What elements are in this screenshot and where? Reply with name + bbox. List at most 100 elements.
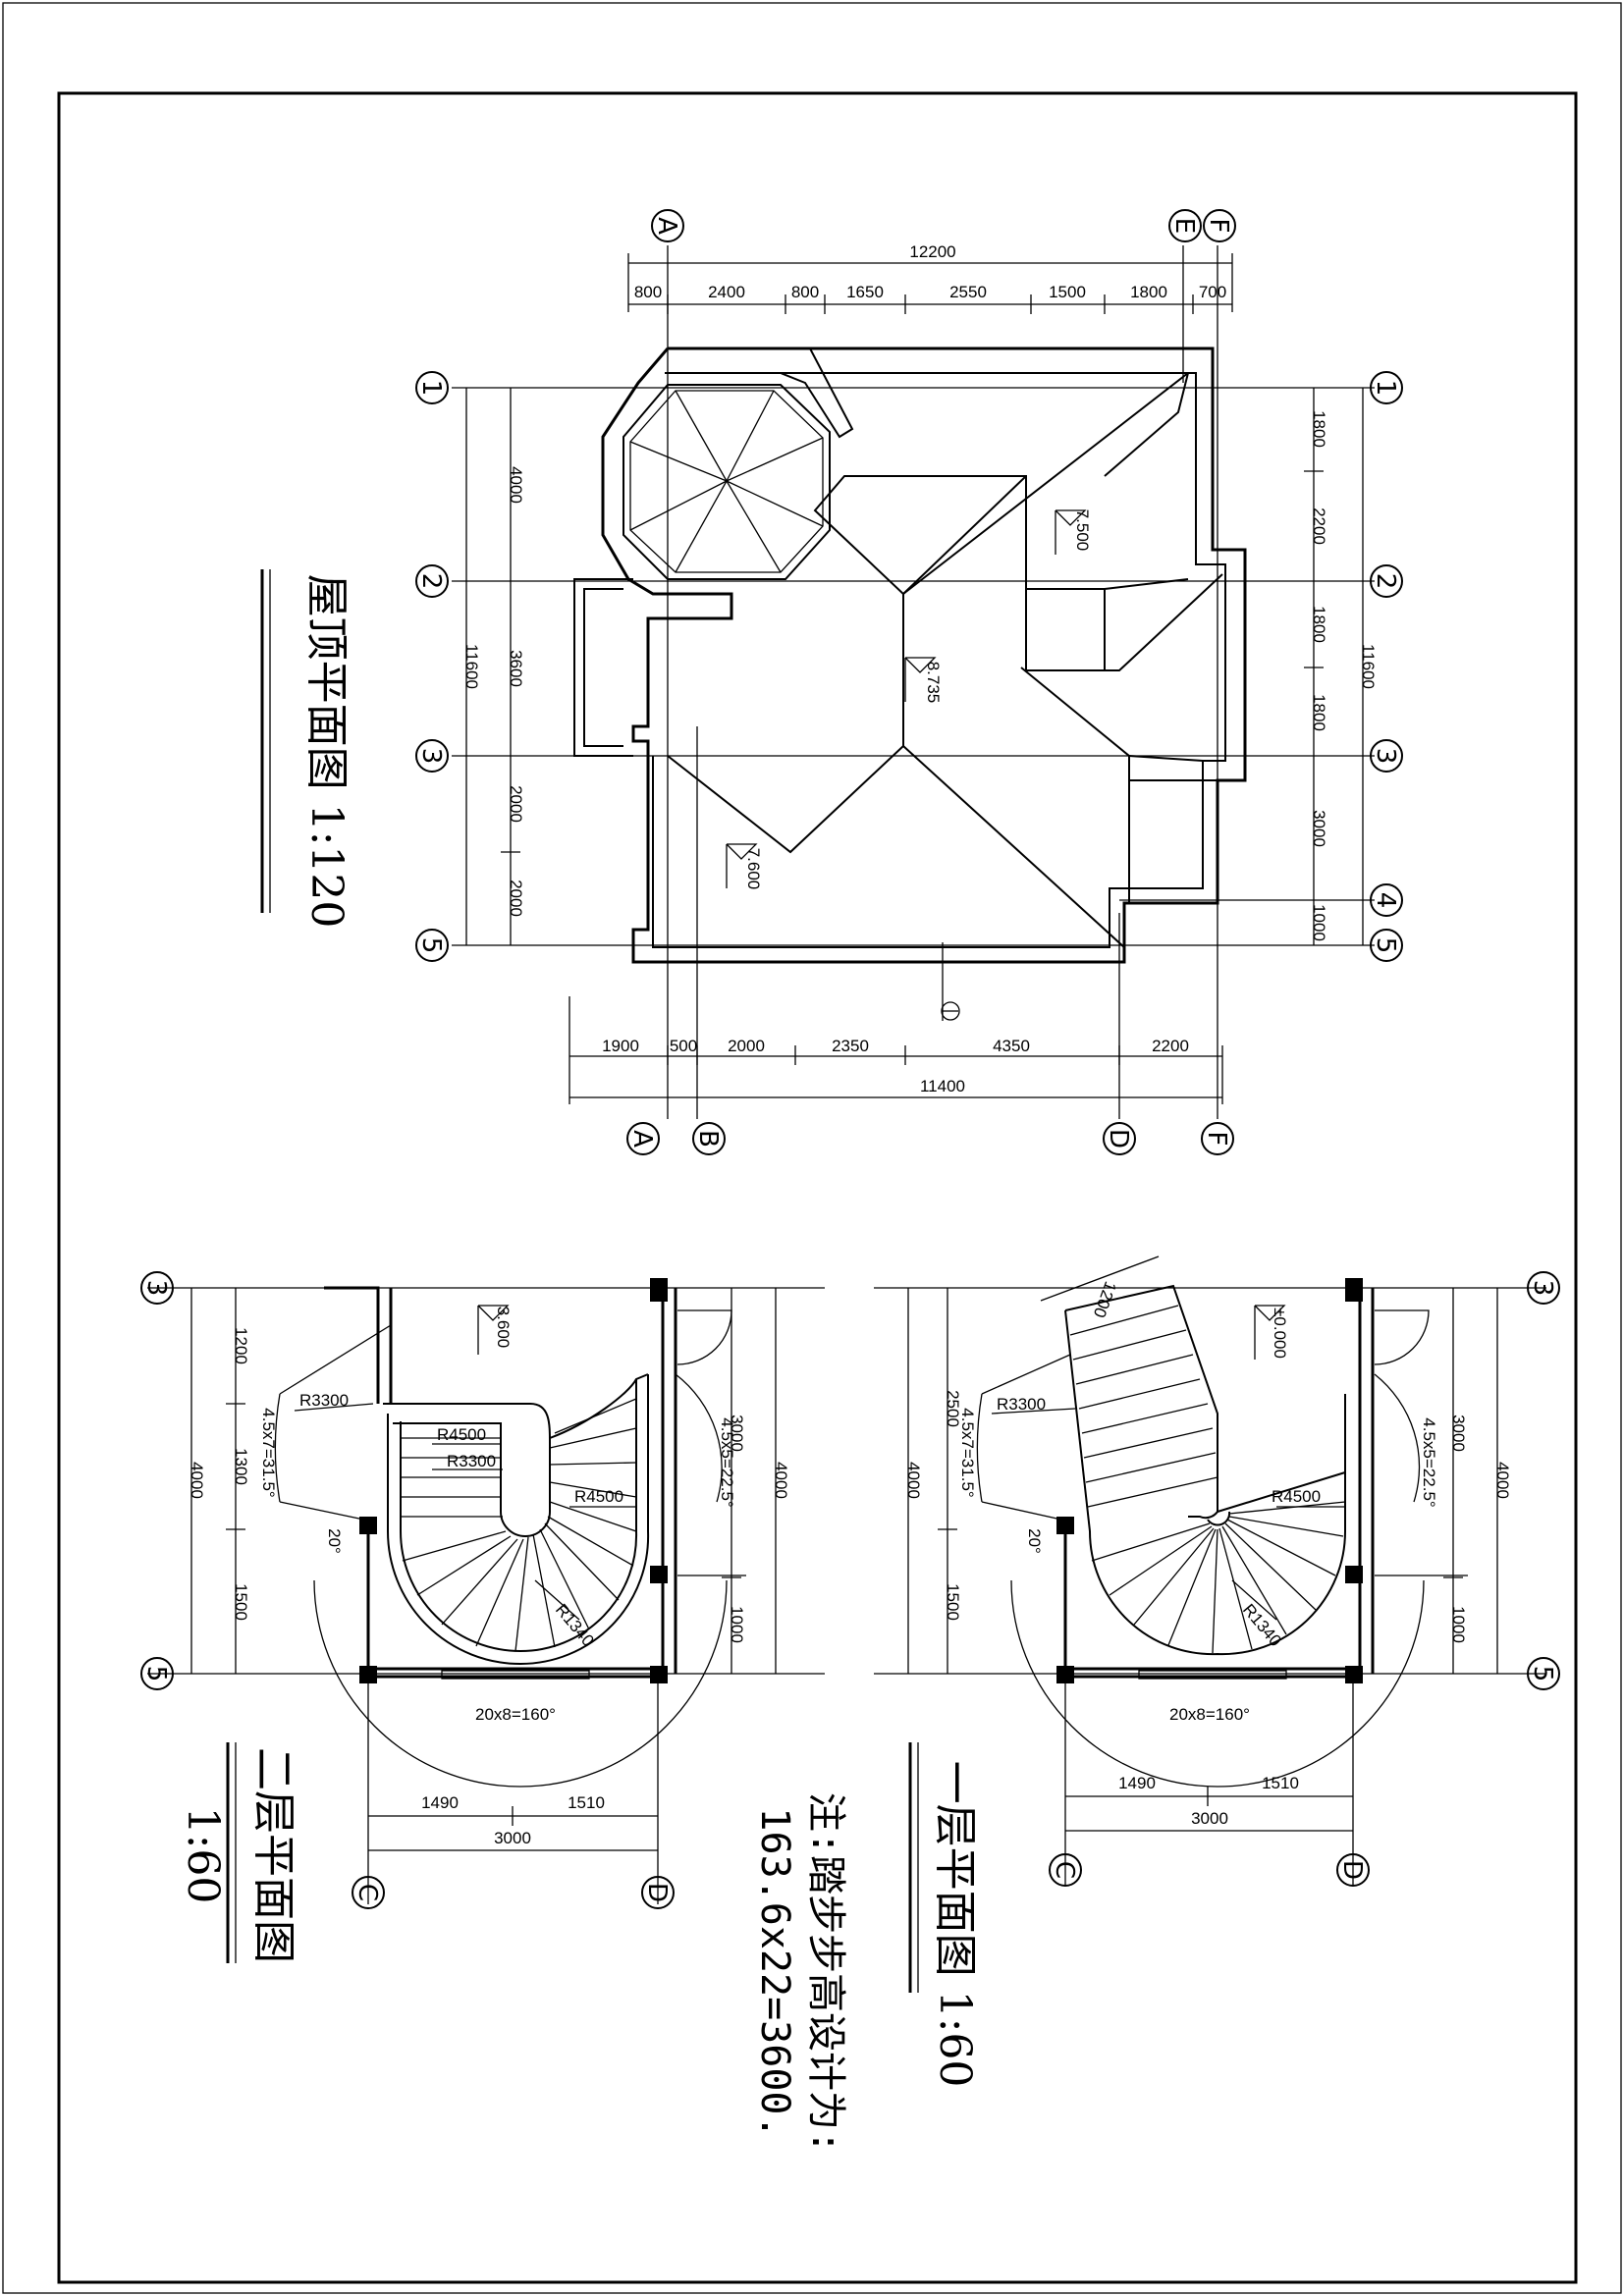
roof-left-dims: 4000 3600 2000 2000	[507, 466, 525, 917]
svg-text:1900: 1900	[602, 1037, 639, 1055]
svg-text:3000: 3000	[1449, 1415, 1468, 1452]
svg-text:R4500: R4500	[574, 1487, 623, 1506]
svg-text:1800: 1800	[1130, 283, 1167, 301]
axis-bubble-F-bottom: F	[1202, 1132, 1231, 1147]
roof-top-dims: 800 2400 800 1650 2550 1500 1800 700	[634, 283, 1226, 301]
axis-bubble-5-right: 5	[1371, 937, 1400, 954]
axis-bubble-5-first: 5	[1528, 1666, 1557, 1682]
drawing-frame	[57, 91, 1578, 2284]
axis-bubble-C-first: C	[1050, 1861, 1079, 1879]
svg-text:4.5x5=22.5°: 4.5x5=22.5°	[718, 1417, 736, 1507]
svg-text:20°: 20°	[325, 1528, 344, 1554]
axis-bubble-3-first: 3	[1528, 1280, 1557, 1297]
svg-text:700: 700	[1199, 283, 1226, 301]
second-floor-dim-1510: 1510	[568, 1793, 605, 1812]
elevation-8735: 8.735	[924, 662, 943, 704]
column	[1345, 1566, 1363, 1583]
axis-bubble-B: B	[693, 1130, 723, 1148]
note-line-2: 163.6x22=3600.	[752, 1807, 797, 2138]
axis-bubble-3-second: 3	[141, 1280, 171, 1297]
roof-right-total: 11600	[1359, 644, 1378, 689]
first-floor-bottom-total: 3000	[1191, 1809, 1228, 1828]
svg-text:2500: 2500	[944, 1390, 962, 1427]
svg-text:1300: 1300	[232, 1448, 250, 1485]
axis-bubble-D-second: D	[642, 1883, 672, 1902]
second-floor-left-dims: 1200 1300 1500	[232, 1327, 250, 1621]
svg-text:4.5x7=31.5°: 4.5x7=31.5°	[958, 1408, 977, 1497]
svg-text:20x8=160°: 20x8=160°	[1169, 1705, 1250, 1724]
second-floor-radius-labels: R3300 R4500 R3300 R4500 R1340	[299, 1391, 623, 1650]
svg-text:1000: 1000	[728, 1606, 746, 1643]
svg-text:20°: 20°	[1025, 1528, 1044, 1554]
second-floor-left-total: 4000	[188, 1462, 206, 1499]
column	[1056, 1666, 1074, 1683]
elevation-7500: 7.500	[1073, 509, 1092, 552]
svg-text:2000: 2000	[507, 785, 525, 823]
svg-text:1500: 1500	[944, 1583, 962, 1621]
first-floor-stair-plan: 1200 2500 1500 4000 3000 1000 4000 R3300…	[874, 1255, 1560, 2088]
first-floor-right-dims: 3000 1000	[1449, 1415, 1468, 1643]
axis-bubble-C-second: C	[352, 1884, 382, 1901]
axis-bubble-D-first: D	[1337, 1860, 1367, 1880]
svg-text:R4500: R4500	[437, 1425, 486, 1444]
elevation-3600: 3.600	[494, 1307, 513, 1349]
column	[1345, 1666, 1363, 1683]
axis-bubble-1-left: 1	[416, 380, 446, 397]
second-floor-right-dims: 3000 1000	[728, 1415, 746, 1643]
svg-text:1800: 1800	[1310, 694, 1328, 731]
elevation-7600: 7.600	[744, 848, 763, 890]
svg-text:1000: 1000	[1449, 1606, 1468, 1643]
roof-left-total: 11600	[462, 644, 481, 689]
svg-text:1500: 1500	[1049, 283, 1086, 301]
axis-bubble-4-right: 4	[1371, 892, 1400, 909]
svg-text:3000: 3000	[1310, 810, 1328, 847]
first-floor-left-dims: 2500 1500	[944, 1390, 962, 1621]
svg-text:R3300: R3300	[299, 1391, 349, 1410]
second-floor-right-total: 4000	[772, 1462, 790, 1499]
axis-bubble-A-bottom: A	[627, 1130, 657, 1148]
svg-text:3000: 3000	[728, 1415, 746, 1452]
svg-text:R1340: R1340	[552, 1600, 598, 1650]
svg-text:3600: 3600	[507, 650, 525, 687]
column	[1345, 1278, 1363, 1302]
first-floor-radius-labels: R3300 R4500 R1340	[997, 1395, 1321, 1650]
first-floor-angle-labels: 4.5x7=31.5° 4.5x5=22.5° 20° 20x8=160°	[958, 1408, 1438, 1724]
svg-text:R3300: R3300	[997, 1395, 1046, 1414]
svg-text:2000: 2000	[728, 1037, 765, 1055]
svg-text:2550: 2550	[949, 283, 987, 301]
roof-plan-title: 屋顶平面图 1:120	[301, 574, 352, 929]
roof-top-total: 12200	[909, 242, 955, 261]
second-floor-title: 二层平面图	[248, 1747, 298, 1963]
first-floor-top-dim: 1200	[1090, 1279, 1120, 1320]
first-floor-title: 一层平面图 1:60	[930, 1761, 980, 2088]
column	[359, 1666, 377, 1683]
axis-bubble-5-left: 5	[416, 937, 446, 954]
axis-bubble-5-second: 5	[141, 1666, 171, 1682]
svg-text:1500: 1500	[232, 1583, 250, 1621]
second-floor-bottom-total: 3000	[494, 1829, 531, 1847]
axis-bubble-2-right: 2	[1371, 573, 1400, 590]
svg-text:1000: 1000	[1310, 904, 1328, 941]
svg-text:1800: 1800	[1310, 606, 1328, 643]
svg-text:1200: 1200	[232, 1327, 250, 1364]
svg-text:800: 800	[634, 283, 662, 301]
svg-text:1800: 1800	[1310, 410, 1328, 448]
axis-bubble-1-right: 1	[1371, 380, 1400, 397]
design-note: 注:踏步步高设计为: 163.6x22=3600.	[752, 1792, 848, 2154]
axis-bubble-2-left: 2	[416, 573, 446, 590]
first-floor-dim-1490: 1490	[1118, 1774, 1156, 1792]
svg-text:20x8=160°: 20x8=160°	[475, 1705, 556, 1724]
svg-text:1650: 1650	[846, 283, 884, 301]
axis-bubble-A: A	[652, 217, 681, 235]
svg-text:R3300: R3300	[447, 1452, 496, 1470]
second-floor-scale: 1:60	[178, 1807, 228, 1904]
axis-bubble-3-left: 3	[416, 748, 446, 765]
svg-text:800: 800	[791, 283, 819, 301]
svg-text:R4500: R4500	[1272, 1487, 1321, 1506]
second-floor-dim-1490: 1490	[421, 1793, 459, 1812]
svg-text:500: 500	[670, 1037, 697, 1055]
column	[650, 1566, 668, 1583]
elevation-0000: ±0.000	[1271, 1308, 1289, 1359]
